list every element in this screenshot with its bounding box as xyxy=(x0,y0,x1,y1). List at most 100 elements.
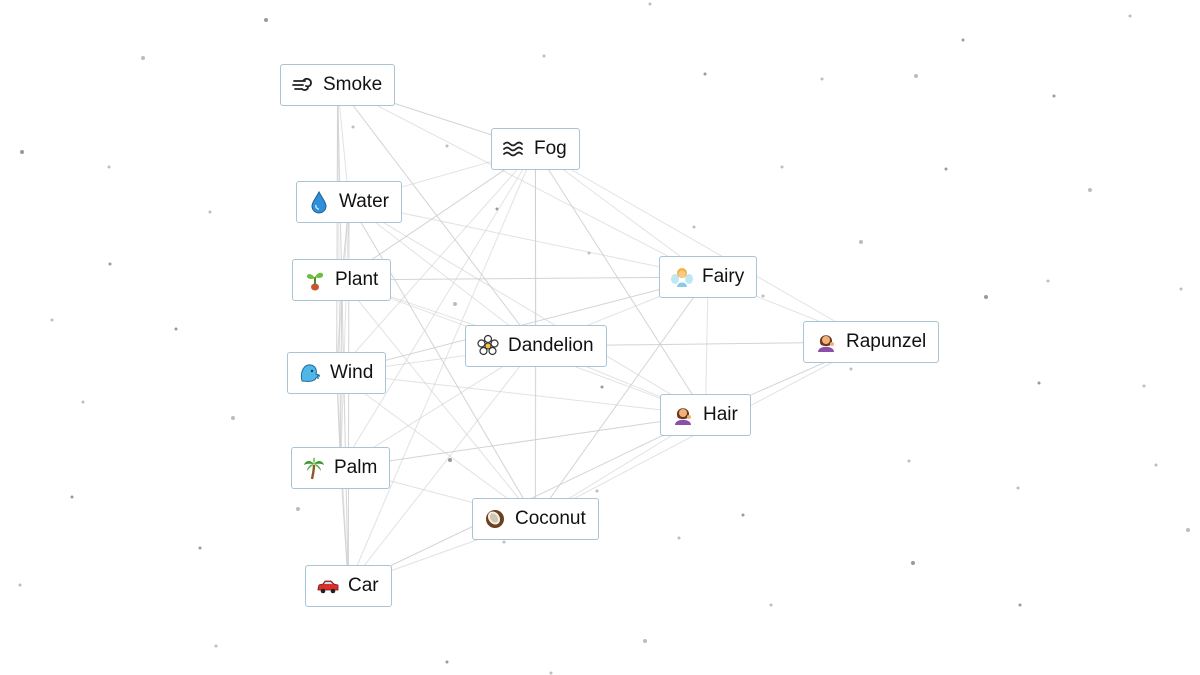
white-flower-icon xyxy=(476,334,500,358)
connection-line xyxy=(348,201,706,416)
background-dot xyxy=(50,318,54,322)
element-label: Smoke xyxy=(323,74,383,95)
background-dot xyxy=(445,144,449,148)
background-dot xyxy=(1016,486,1020,490)
wind-face-icon xyxy=(298,361,322,385)
background-dot xyxy=(1088,188,1092,192)
element-label: Plant xyxy=(335,269,379,290)
element-fairy[interactable]: Fairy xyxy=(659,256,758,298)
background-dot xyxy=(231,416,235,420)
background-dot xyxy=(741,513,745,517)
fog-icon xyxy=(502,137,526,161)
element-fog[interactable]: Fog xyxy=(491,128,580,170)
seedling-icon xyxy=(303,268,327,292)
background-dot xyxy=(81,400,85,404)
background-dot xyxy=(907,459,911,463)
connection-line xyxy=(341,276,709,281)
background-dot xyxy=(1052,94,1056,98)
background-dot xyxy=(174,327,178,331)
background-dot xyxy=(1179,287,1183,291)
connection-line xyxy=(337,84,349,587)
element-label: Coconut xyxy=(515,508,586,529)
background-dot xyxy=(70,495,74,499)
element-smoke[interactable]: Smoke xyxy=(280,64,396,106)
element-dandelion[interactable]: Dandelion xyxy=(465,325,607,367)
background-dot xyxy=(1142,384,1146,388)
element-water[interactable]: Water xyxy=(296,181,402,223)
background-dot xyxy=(595,489,599,493)
background-dot xyxy=(448,458,452,462)
background-dot xyxy=(859,240,863,244)
background-dot xyxy=(18,583,22,587)
palm-tree-icon xyxy=(302,456,326,480)
background-dot xyxy=(780,165,784,169)
woman-tipping-hand-icon xyxy=(814,330,838,354)
background-dot xyxy=(643,639,647,643)
background-dot xyxy=(1154,463,1158,467)
background-dot xyxy=(769,603,773,607)
background-dot xyxy=(600,385,604,389)
background-dot xyxy=(1018,603,1022,607)
background-dot xyxy=(677,536,681,540)
background-dot xyxy=(264,18,268,22)
background-dot xyxy=(1186,528,1190,532)
background-dot xyxy=(849,367,853,371)
connection-line xyxy=(336,84,339,374)
background-dot xyxy=(761,294,765,298)
background-dot xyxy=(820,77,824,81)
element-plant[interactable]: Plant xyxy=(292,259,392,301)
element-wind[interactable]: Wind xyxy=(287,352,387,394)
background-dot xyxy=(502,540,506,544)
element-hair[interactable]: Hair xyxy=(660,394,751,436)
connection-line xyxy=(336,372,706,416)
element-palm[interactable]: Palm xyxy=(291,447,391,489)
woman-tipping-hand-icon xyxy=(671,403,695,427)
element-label: Dandelion xyxy=(508,335,594,356)
element-label: Rapunzel xyxy=(846,331,927,352)
element-car[interactable]: Car xyxy=(305,565,392,607)
background-dot xyxy=(984,295,988,299)
water-drop-icon xyxy=(307,190,331,214)
background-dot xyxy=(208,210,212,214)
background-dot xyxy=(944,167,948,171)
background-dot xyxy=(1046,279,1050,283)
background-dot xyxy=(107,165,111,169)
background-dot xyxy=(296,507,300,511)
background-dot xyxy=(542,54,546,58)
background-dot xyxy=(914,74,918,78)
coconut-icon xyxy=(483,507,507,531)
background-dot xyxy=(1128,14,1132,18)
background-dot xyxy=(692,225,696,229)
background-dot xyxy=(1037,381,1041,385)
element-coconut[interactable]: Coconut xyxy=(472,498,599,540)
background-dot xyxy=(703,72,707,76)
element-label: Wind xyxy=(330,362,374,383)
element-rapunzel[interactable]: Rapunzel xyxy=(803,321,940,363)
background-dot xyxy=(648,2,652,6)
background-dot xyxy=(445,660,449,664)
smoke-icon xyxy=(291,73,315,97)
connection-line xyxy=(348,201,709,278)
background-dot xyxy=(20,150,24,154)
element-label: Water xyxy=(339,191,389,212)
element-label: Fog xyxy=(534,138,567,159)
car-icon xyxy=(316,574,340,598)
background-dot xyxy=(214,644,218,648)
element-label: Hair xyxy=(703,404,738,425)
connection-line xyxy=(341,279,349,587)
background-dot xyxy=(911,561,915,565)
background-dot xyxy=(453,302,457,306)
background-dot xyxy=(495,207,499,211)
connection-line xyxy=(340,414,706,469)
background-dot xyxy=(351,125,355,129)
element-label: Car xyxy=(348,575,379,596)
fairy-icon xyxy=(670,265,694,289)
background-dot xyxy=(141,56,145,60)
element-label: Palm xyxy=(334,457,378,478)
background-dot xyxy=(587,251,591,255)
connection-line xyxy=(340,201,350,469)
background-dot xyxy=(961,38,965,42)
background-dot xyxy=(108,262,112,266)
background-dot xyxy=(549,671,553,675)
